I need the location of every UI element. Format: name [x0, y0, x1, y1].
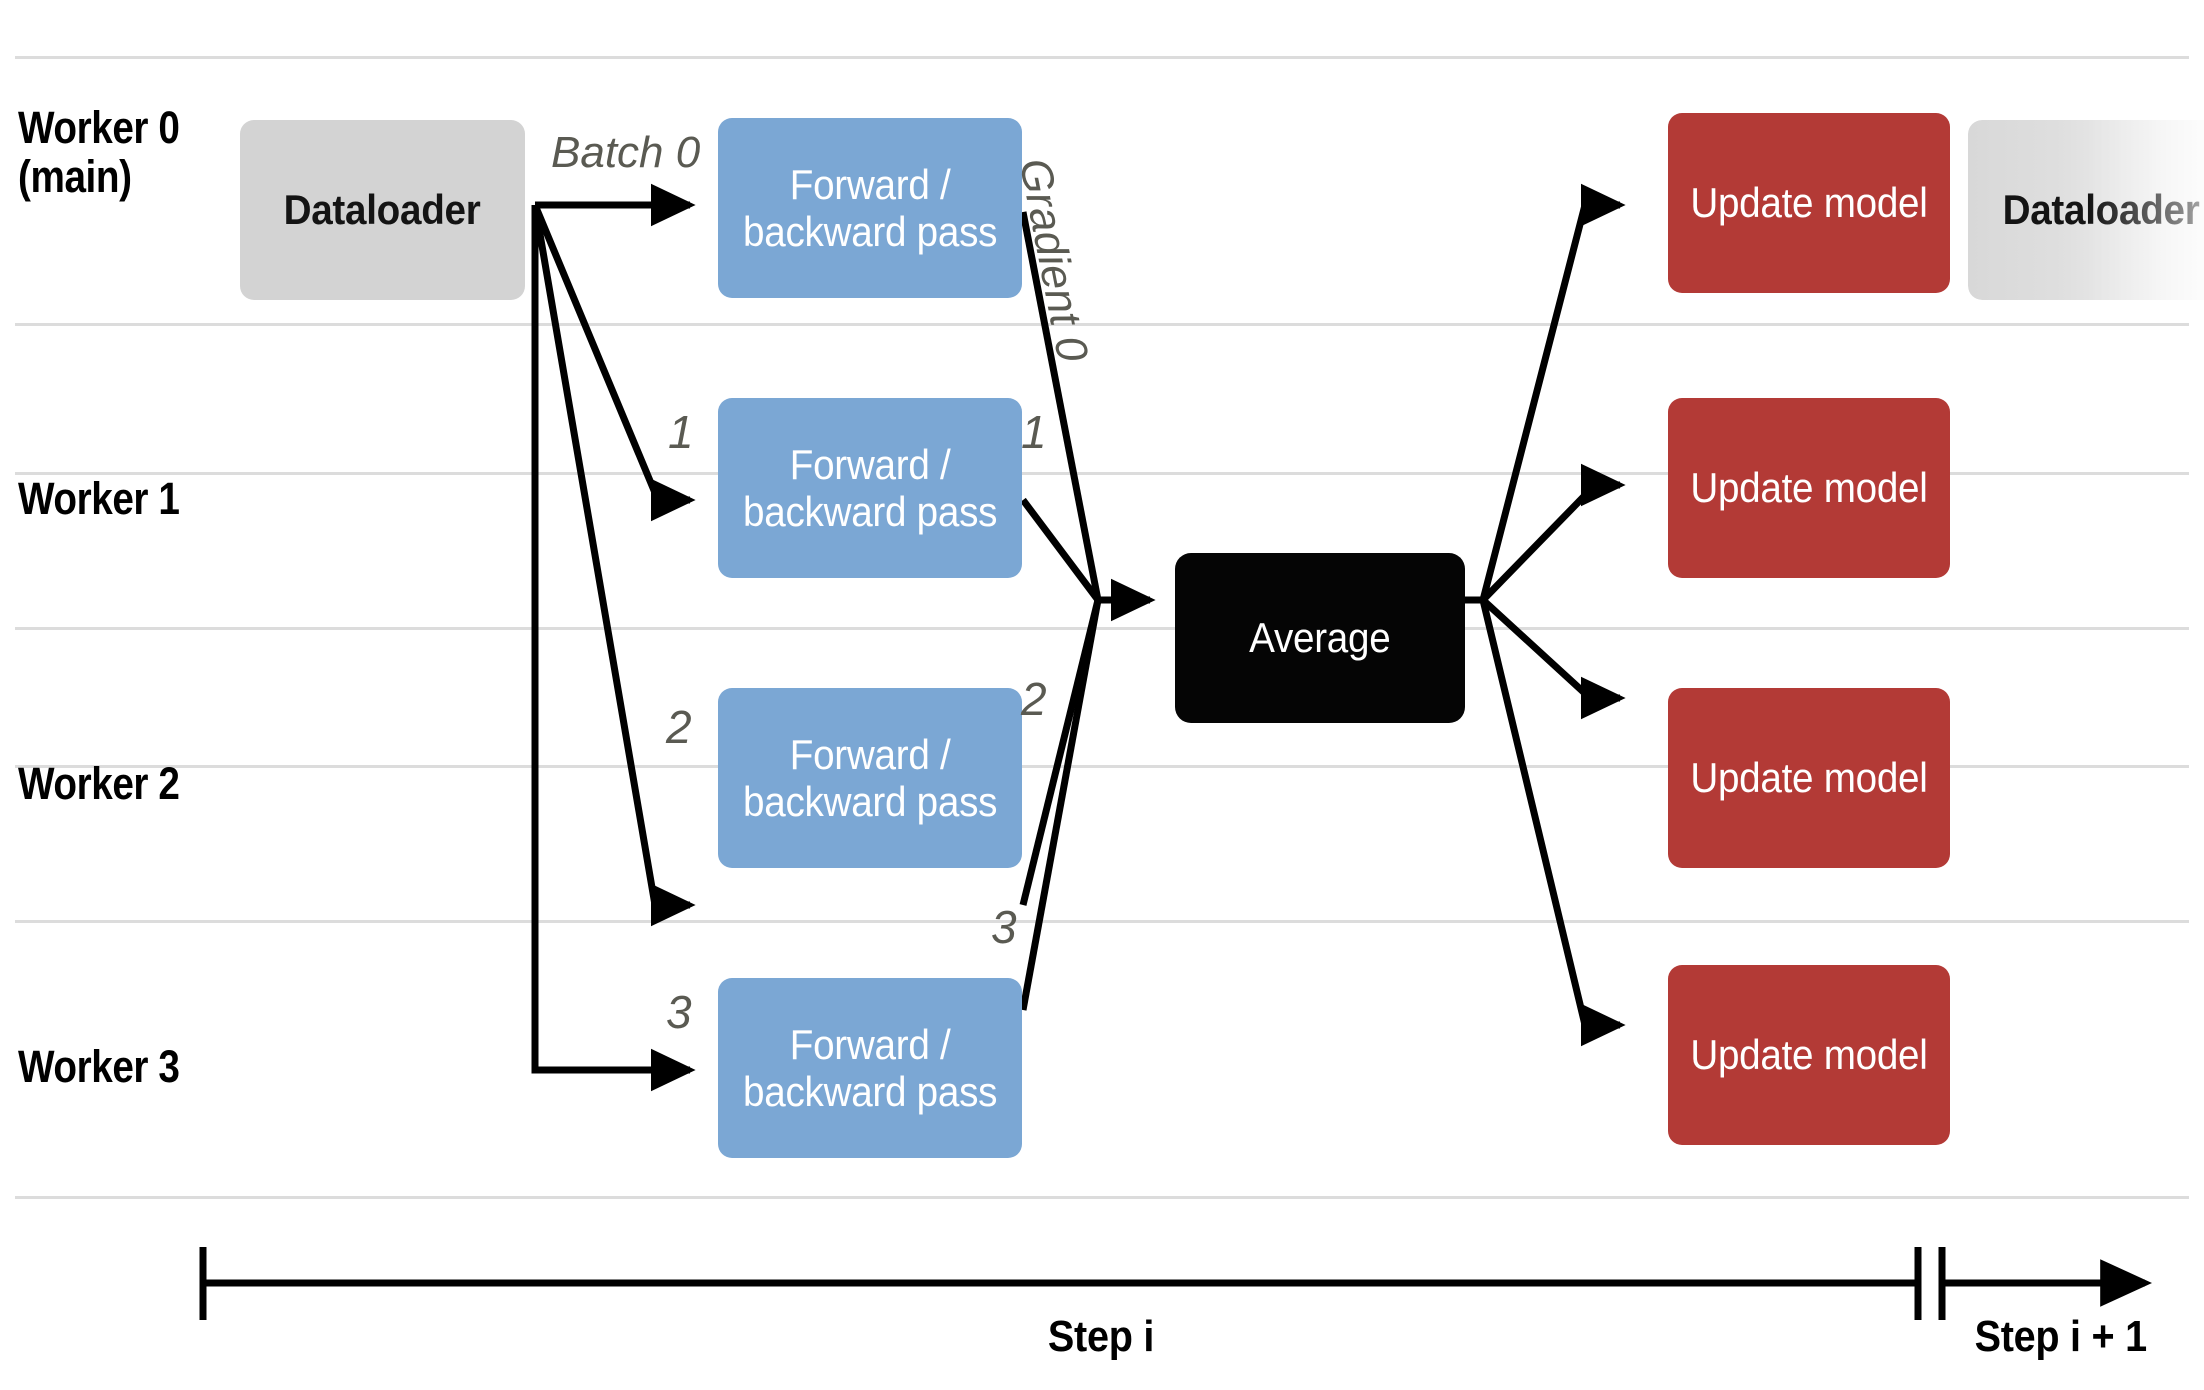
node-dataloader-label: Dataloader [284, 186, 481, 234]
edge-label-batch-1: 1 [668, 406, 694, 458]
lane-label-worker1: Worker 1 [18, 473, 180, 524]
node-update-model-label: Update model [1690, 464, 1928, 512]
node-update-model-worker3[interactable]: Update model [1668, 965, 1950, 1145]
edge-batch-2 [531, 204, 696, 927]
node-forward-backward-worker1[interactable]: Forward / backward pass [718, 398, 1022, 578]
node-forward-backward-label: Forward / backward pass [742, 160, 998, 255]
node-update-model-worker0[interactable]: Update model [1668, 113, 1950, 293]
node-forward-backward-worker0[interactable]: Forward / backward pass [718, 118, 1022, 298]
node-forward-backward-worker2[interactable]: Forward / backward pass [718, 688, 1022, 868]
timeline-label-step-i-plus-1: Step i + 1 [1974, 1312, 2148, 1361]
node-forward-backward-worker3[interactable]: Forward / backward pass [718, 978, 1022, 1158]
edge-gradient-3 [1019, 599, 1102, 1011]
edge-label-gradient-3: 3 [991, 901, 1017, 953]
node-update-model-label: Update model [1690, 754, 1928, 802]
edge-batch-1 [531, 203, 696, 522]
lane-divider [15, 765, 2189, 768]
edge-gradient-1 [1020, 497, 1101, 603]
lane-divider [15, 323, 2189, 326]
node-average[interactable]: Average [1175, 553, 1465, 723]
lane-label-worker0: Worker 0 (main) [18, 102, 180, 202]
edge-update-1 [1480, 463, 1626, 603]
node-update-model-label: Update model [1690, 1031, 1928, 1079]
lane-divider [15, 1196, 2189, 1199]
edge-update-3 [1479, 599, 1626, 1047]
edge-label-gradient-2: 2 [1021, 673, 1047, 725]
lane-label-worker2: Worker 2 [18, 758, 180, 809]
node-average-label: Average [1249, 614, 1391, 662]
edge-label-gradient-0: Gradient 0 [1009, 154, 1098, 366]
node-update-model-worker1[interactable]: Update model [1668, 398, 1950, 578]
node-forward-backward-label: Forward / backward pass [742, 440, 998, 535]
node-update-model-worker2[interactable]: Update model [1668, 688, 1950, 868]
node-update-model-label: Update model [1690, 179, 1928, 227]
edge-batch-3 [531, 205, 696, 1092]
lane-divider [15, 56, 2189, 59]
edge-gradient-2 [1019, 599, 1102, 906]
edge-label-batch-0: Batch 0 [551, 128, 701, 177]
lane-divider [15, 920, 2189, 923]
node-dataloader[interactable]: Dataloader [240, 120, 525, 300]
edge-label-gradient-1: 1 [1021, 406, 1047, 458]
timeline-label-step-i: Step i [1047, 1312, 1155, 1361]
node-forward-backward-label: Forward / backward pass [742, 1020, 998, 1115]
lane-divider [15, 472, 2189, 475]
lane-divider [15, 627, 2189, 630]
edge-label-batch-2: 2 [666, 701, 692, 753]
lane-label-worker3: Worker 3 [18, 1041, 180, 1092]
edge-update-0 [1479, 183, 1626, 601]
node-forward-backward-label: Forward / backward pass [742, 730, 998, 825]
node-dataloader-next-step[interactable]: Dataloader [1968, 120, 2204, 300]
node-dataloader-next-label: Dataloader [2002, 186, 2200, 234]
edge-update-2 [1480, 597, 1626, 720]
edge-label-batch-3: 3 [666, 986, 692, 1038]
